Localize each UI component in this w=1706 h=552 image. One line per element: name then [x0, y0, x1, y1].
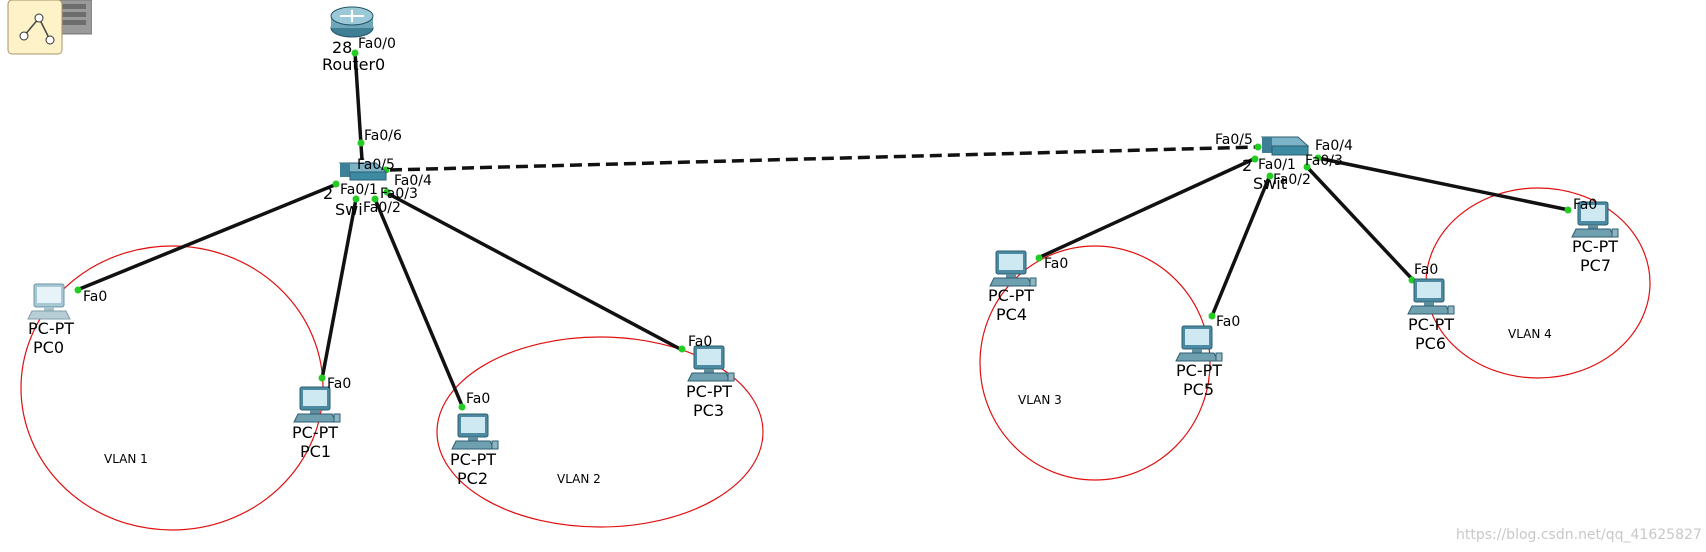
- links: [76, 51, 1570, 409]
- pc1-name: PC1: [300, 442, 331, 461]
- pc0[interactable]: Fa0 PC-PT PC0: [27, 283, 107, 357]
- pc-icon: [451, 413, 499, 450]
- pc4-type: PC-PT: [988, 286, 1034, 305]
- watermark: https://blog.csdn.net/qq_41625827: [1456, 527, 1702, 543]
- switch0-port-fa0-3: Fa0/3: [380, 186, 418, 202]
- switch0-port-fa0-4: Fa0/4: [394, 173, 432, 189]
- pc5-type: PC-PT: [1176, 361, 1222, 380]
- pc7-port: Fa0: [1573, 197, 1597, 213]
- pc6-type: PC-PT: [1408, 315, 1454, 334]
- pc2[interactable]: Fa0 PC-PT PC2: [450, 391, 499, 488]
- router0-port-fa0-0: Fa0/0: [358, 36, 396, 52]
- pc1[interactable]: Fa0 PC-PT PC1: [292, 376, 351, 461]
- vlan1-ring: [20, 245, 324, 531]
- switch1-model-label: 2: [1242, 156, 1252, 175]
- link-switch0-pc2: [373, 198, 465, 409]
- link-switch0-switch1: [389, 145, 1259, 172]
- pc5-name: PC5: [1183, 380, 1214, 399]
- pc-icon: [687, 345, 735, 382]
- vlan-rings: [20, 187, 1651, 531]
- router0-model-label: 28: [332, 38, 352, 57]
- pc1-port: Fa0: [327, 376, 351, 392]
- pc-icon: [27, 283, 71, 320]
- router0-name: Router0: [322, 55, 385, 74]
- link-switch1-pc4: [1037, 156, 1257, 260]
- link-switch0-pc1: [320, 198, 358, 380]
- pc3[interactable]: Fa0 PC-PT PC3: [686, 334, 735, 420]
- pc-icon: [293, 386, 341, 423]
- switch0-port-fa0-5: Fa0/5: [357, 157, 395, 173]
- pc3-type: PC-PT: [686, 382, 732, 401]
- vlan4-label: VLAN 4: [1508, 327, 1552, 341]
- pc7-type: PC-PT: [1572, 237, 1618, 256]
- link-switch1-pc6: [1306, 166, 1415, 282]
- logical-view-icon[interactable]: [4, 0, 92, 56]
- pc2-type: PC-PT: [450, 450, 496, 469]
- switch1[interactable]: 2 Swit Fa0/5 Fa0/4 Fa0/3 Fa0/1 Fa0/2: [1215, 132, 1353, 193]
- pc4-port: Fa0: [1044, 256, 1068, 272]
- pc1-type: PC-PT: [292, 423, 338, 442]
- pc5[interactable]: Fa0 PC-PT PC5: [1175, 314, 1240, 399]
- pc4-name: PC4: [996, 305, 1027, 324]
- port-dots: [74, 49, 1572, 411]
- pc0-name: PC0: [33, 338, 64, 357]
- vlan2-label: VLAN 2: [557, 472, 601, 486]
- switch0-model-label: 2: [323, 184, 333, 203]
- pc3-name: PC3: [693, 401, 724, 420]
- switch1-port-fa0-1: Fa0/1: [1258, 157, 1296, 173]
- switch0-name: Swi: [335, 200, 363, 219]
- pc-icon: [989, 250, 1037, 287]
- link-switch0-pc0: [76, 182, 338, 292]
- switch0[interactable]: 2 Swi Fa0/6 Fa0/5 Fa0/4 Fa0/1 Fa0/3 Fa0/…: [323, 128, 432, 219]
- link-switch1-pc5: [1210, 174, 1272, 317]
- pc4[interactable]: Fa0 PC-PT PC4: [988, 250, 1068, 324]
- pc6-port: Fa0: [1414, 262, 1438, 278]
- router0[interactable]: 28 Fa0/0 Router0: [322, 6, 396, 74]
- vlan3-label: VLAN 3: [1018, 393, 1062, 407]
- link-switch1-pc7: [1317, 156, 1570, 212]
- switch0-port-fa0-6: Fa0/6: [364, 128, 402, 144]
- pc5-port: Fa0: [1216, 314, 1240, 330]
- pc0-port: Fa0: [83, 289, 107, 305]
- switch1-name: Swit: [1253, 174, 1287, 193]
- switch0-port-fa0-1: Fa0/1: [340, 182, 378, 198]
- pc2-name: PC2: [457, 469, 488, 488]
- switch0-port-fa0-2: Fa0/2: [363, 200, 401, 216]
- pc3-port: Fa0: [688, 334, 712, 350]
- vlan2-ring: [436, 336, 764, 528]
- vlan1-label: VLAN 1: [104, 452, 148, 466]
- pc2-port: Fa0: [466, 391, 490, 407]
- switch1-port-fa0-4: Fa0/4: [1315, 138, 1353, 154]
- vlan4-ring: [1425, 187, 1651, 379]
- pc6[interactable]: Fa0 PC-PT PC6: [1407, 262, 1455, 353]
- pc-icon: [1175, 325, 1223, 362]
- pc6-name: PC6: [1415, 334, 1446, 353]
- pc0-type: PC-PT: [28, 319, 74, 338]
- switch1-port-fa0-2: Fa0/2: [1273, 172, 1311, 188]
- pc7[interactable]: Fa0 PC-PT PC7: [1571, 197, 1619, 275]
- link-switch0-pc3: [384, 190, 683, 352]
- switch1-port-fa0-3: Fa0/3: [1305, 153, 1343, 169]
- pc7-name: PC7: [1580, 256, 1611, 275]
- switch1-port-fa0-5: Fa0/5: [1215, 132, 1253, 148]
- vlan3-ring: [979, 245, 1211, 481]
- pc-icon: [1407, 278, 1455, 315]
